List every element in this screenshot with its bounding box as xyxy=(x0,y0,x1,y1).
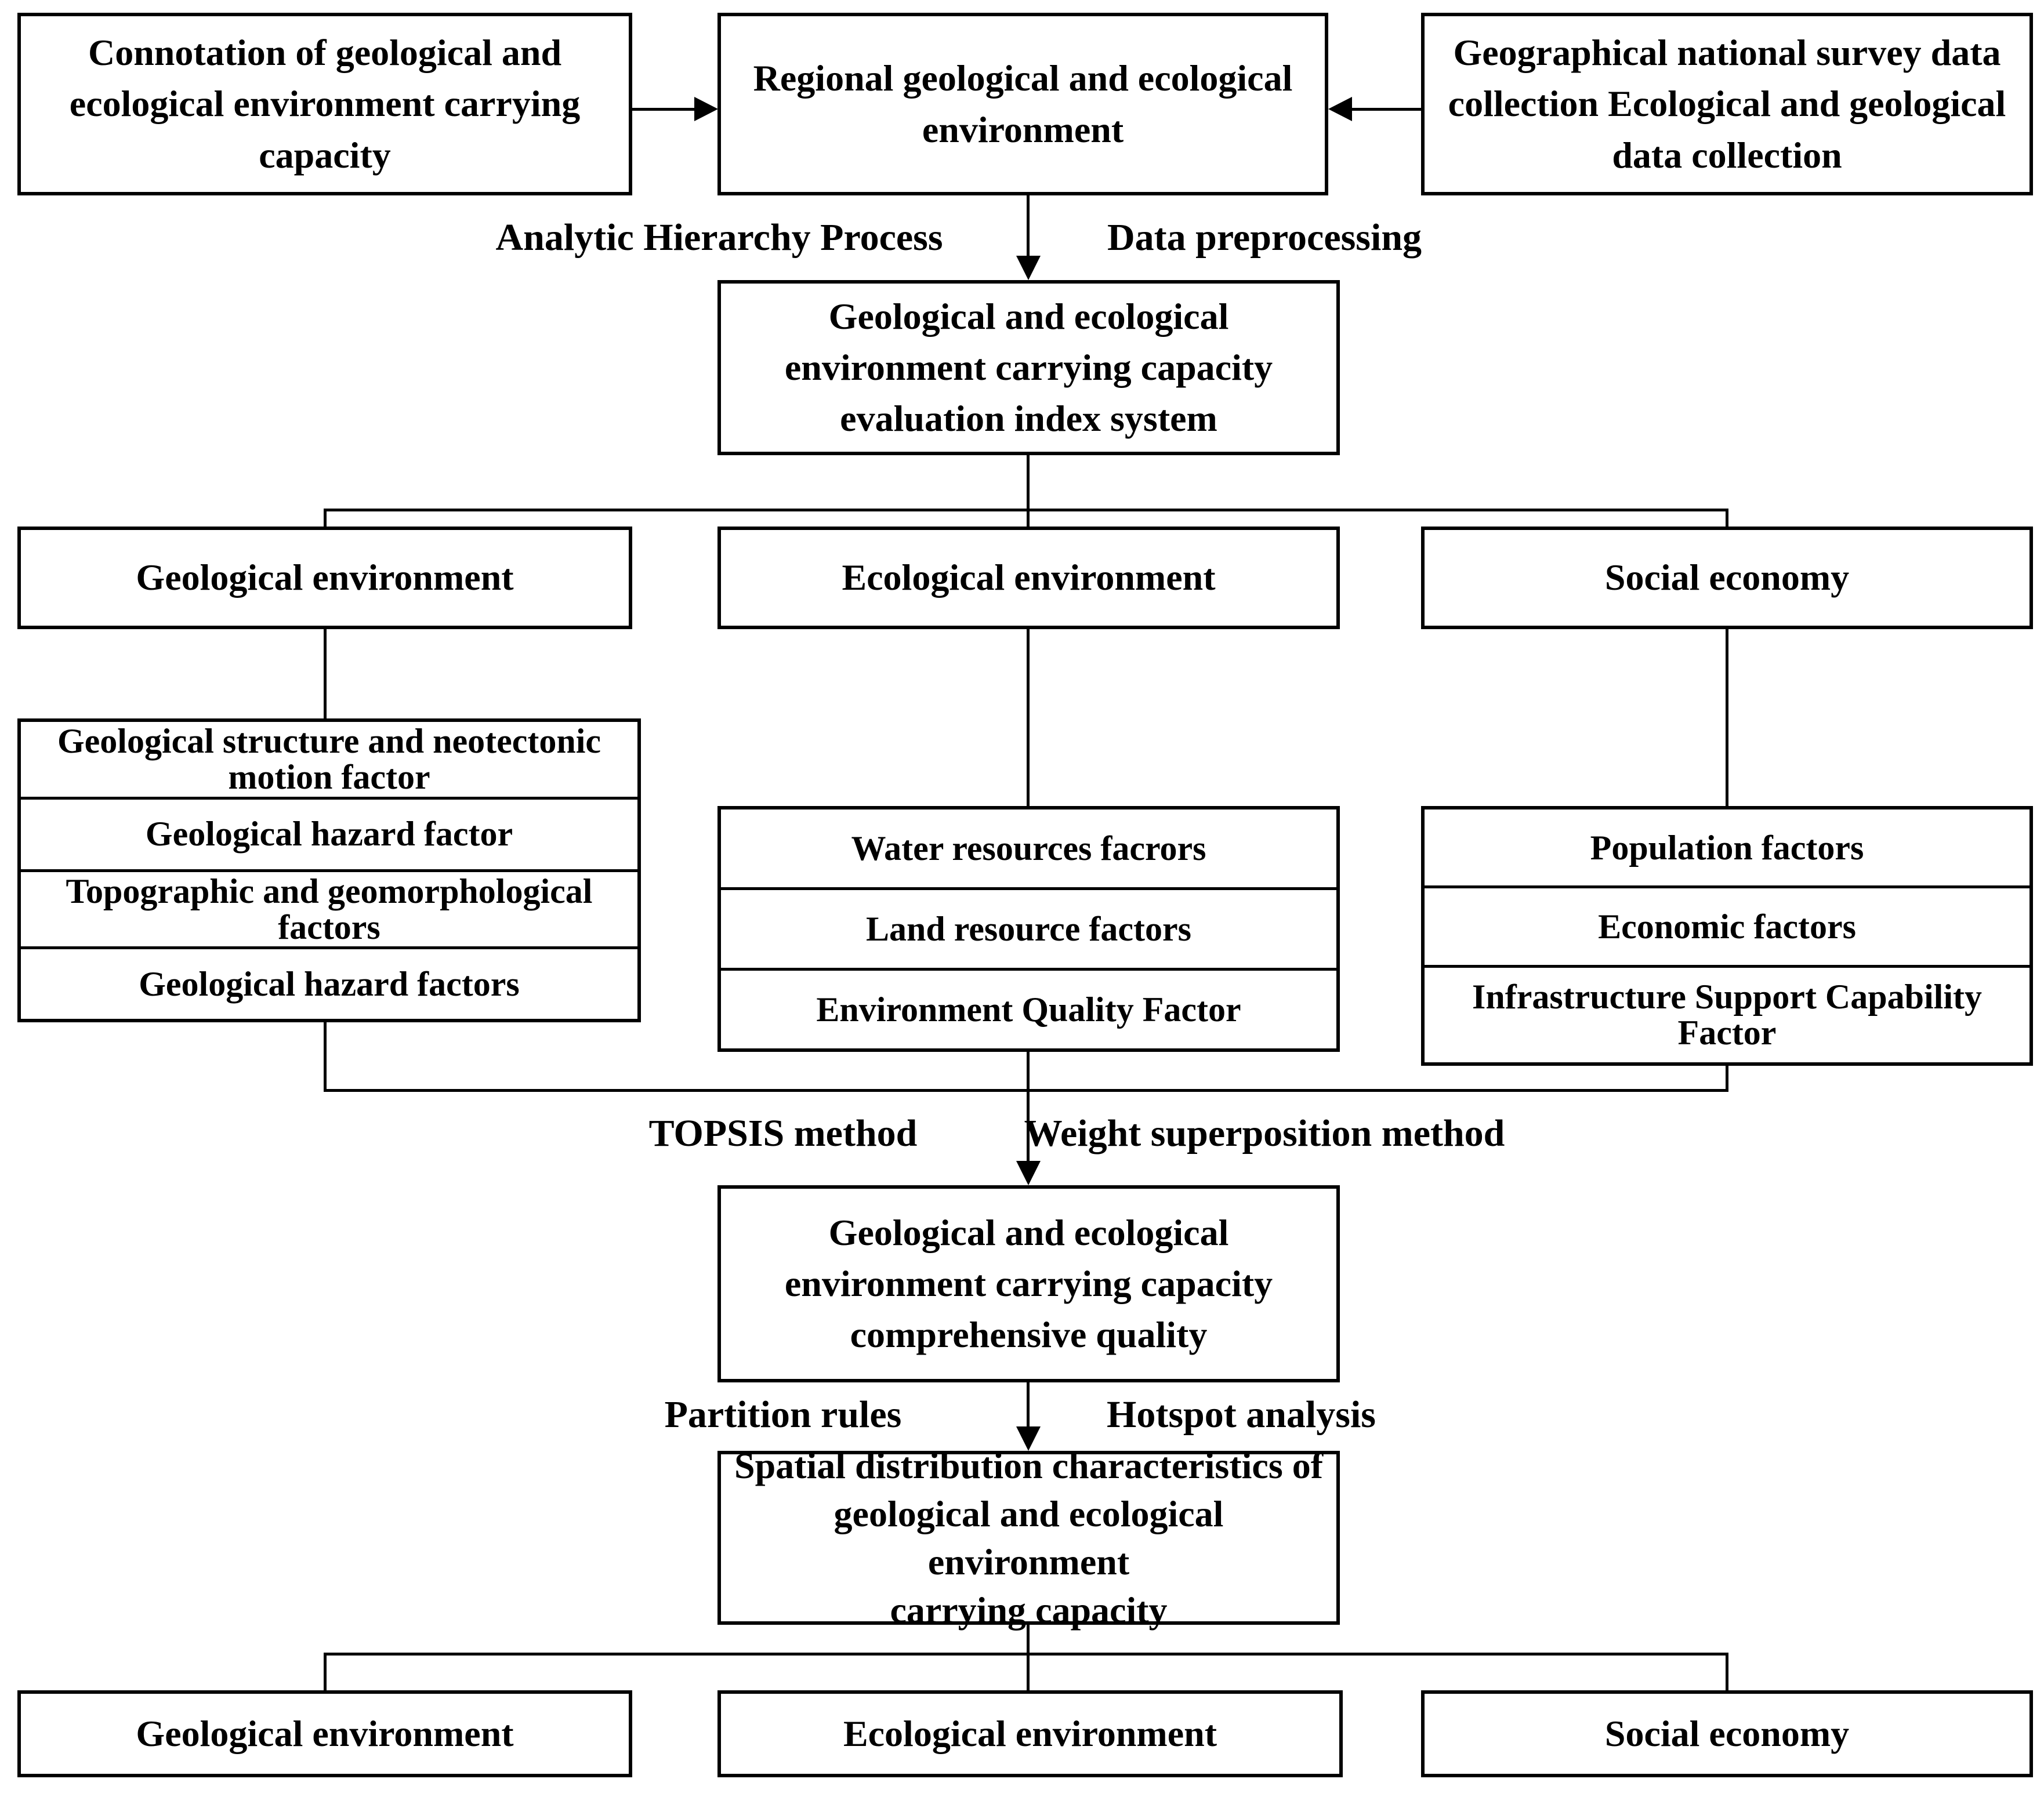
connector-survey-to-regional xyxy=(1350,108,1421,111)
connector-geofactors-down xyxy=(324,1022,327,1089)
node-survey-data-collection: Geographical national survey data collec… xyxy=(1421,13,2033,195)
category-geological-label: Geological environment xyxy=(136,557,514,598)
node-category-social-economy: Social economy xyxy=(1421,527,2033,629)
drop-to-geological-output xyxy=(324,1653,327,1690)
factor-geological-hazards: Geological hazard factors xyxy=(139,964,520,1003)
node-evaluation-index-system: Geological and ecological environment ca… xyxy=(717,280,1340,455)
factor-environment-quality: Environment Quality Factor xyxy=(816,990,1241,1029)
drop-to-geological-category xyxy=(324,509,327,527)
node-spatial-line2: geological and ecological environment xyxy=(833,1493,1224,1582)
arrowhead-left-into-regional xyxy=(1328,97,1352,121)
node-connotation-line2: ecological environment carrying xyxy=(69,83,581,125)
output-social-label: Social economy xyxy=(1604,1712,1850,1754)
node-spatial-line1: Spatial distribution characteristics of xyxy=(734,1444,1324,1486)
label-partition-rules: Partition rules xyxy=(664,1393,902,1436)
node-quality-line2: environment carrying capacity xyxy=(784,1262,1273,1304)
drop-to-social-category xyxy=(1726,509,1728,527)
factor-land-resource: Land resource factors xyxy=(721,890,1336,971)
factor-economic: Economic factors xyxy=(1425,888,2029,968)
arrowhead-right-into-regional xyxy=(694,97,718,121)
node-survey-line2: collection Ecological and geological xyxy=(1448,83,2006,125)
node-quality-line1: Geological and ecological xyxy=(828,1211,1229,1253)
connector-spatial-to-branch xyxy=(1027,1625,1030,1653)
factor-geological-hazard: Geological hazard factor xyxy=(21,800,637,872)
node-category-geological-environment: Geological environment xyxy=(17,527,632,629)
label-data-preprocessing: Data preprocessing xyxy=(1107,216,1422,259)
node-connotation-line3: capacity xyxy=(259,134,391,176)
node-regional-line2: environment xyxy=(922,108,1124,150)
label-weight-superposition-method: Weight superposition method xyxy=(1024,1112,1505,1155)
connector-ecofactors-down xyxy=(1027,1052,1030,1089)
arrowhead-down-into-spatial xyxy=(1016,1426,1041,1451)
factor-geological-structure: Geological structure and neotectonic mot… xyxy=(21,722,637,800)
node-spatial-distribution: Spatial distribution characteristics of … xyxy=(717,1445,1340,1631)
stack-social-factors: Population factors Economic factors Infr… xyxy=(1421,806,2033,1066)
converge-line-factors xyxy=(324,1089,1728,1092)
node-index-line2: environment carrying capacity xyxy=(784,346,1273,388)
node-comprehensive-quality: Geological and ecological environment ca… xyxy=(717,1185,1340,1382)
label-analytic-hierarchy-process: Analytic Hierarchy Process xyxy=(495,216,943,259)
factor-infrastructure-support: Infrastructure Support Capability Factor xyxy=(1472,978,1982,1052)
factor-topographic-geomorphological: Topographic and geomorphological factors xyxy=(21,872,637,950)
connector-ecological-to-factors xyxy=(1027,629,1030,806)
branch-line-categories xyxy=(324,509,1728,511)
node-spatial-line3: carrying capacity xyxy=(890,1589,1168,1631)
node-connotation: Connotation of geological and ecological… xyxy=(17,13,632,195)
category-social-label: Social economy xyxy=(1604,557,1850,598)
node-category-ecological-environment: Ecological environment xyxy=(717,527,1340,629)
arrowhead-down-into-index xyxy=(1016,256,1041,280)
connector-socialfactors-down xyxy=(1726,1066,1728,1089)
node-index-line1: Geological and ecological xyxy=(828,295,1229,337)
output-ecological-label: Ecological environment xyxy=(843,1712,1217,1754)
node-connotation-line1: Connotation of geological and xyxy=(88,32,562,74)
node-quality-line3: comprehensive quality xyxy=(850,1314,1208,1356)
drop-to-ecological-output xyxy=(1027,1653,1030,1690)
drop-to-ecological-category xyxy=(1027,509,1030,527)
connector-index-to-branch xyxy=(1027,455,1030,509)
stack-ecological-factors: Water resources facrors Land resource fa… xyxy=(717,806,1340,1052)
output-geological-label: Geological environment xyxy=(136,1712,514,1754)
arrowhead-down-into-quality xyxy=(1016,1161,1041,1185)
category-ecological-label: Ecological environment xyxy=(842,557,1216,598)
connector-geological-to-factors xyxy=(324,629,327,718)
node-output-ecological-environment: Ecological environment xyxy=(717,1690,1343,1777)
stack-geological-factors: Geological structure and neotectonic mot… xyxy=(17,718,641,1022)
node-regional-line1: Regional geological and ecological xyxy=(753,57,1293,99)
node-output-geological-environment: Geological environment xyxy=(17,1690,632,1777)
label-topsis-method: TOPSIS method xyxy=(648,1112,918,1155)
node-survey-line1: Geographical national survey data xyxy=(1453,32,2001,74)
node-survey-line3: data collection xyxy=(1612,134,1842,176)
factor-water-resources: Water resources facrors xyxy=(721,809,1336,890)
node-regional-environment: Regional geological and ecological envir… xyxy=(717,13,1328,195)
node-output-social-economy: Social economy xyxy=(1421,1690,2033,1777)
connector-quality-to-spatial xyxy=(1027,1382,1030,1426)
label-hotspot-analysis: Hotspot analysis xyxy=(1107,1393,1376,1436)
connector-regional-to-index xyxy=(1027,195,1030,256)
factor-population: Population factors xyxy=(1425,809,2029,889)
node-index-line3: evaluation index system xyxy=(840,398,1217,440)
connector-connotation-to-regional xyxy=(632,108,696,111)
branch-line-outputs xyxy=(324,1653,1728,1656)
connector-social-to-factors xyxy=(1726,629,1728,806)
connector-converge-to-quality xyxy=(1027,1089,1030,1161)
drop-to-social-output xyxy=(1726,1653,1728,1690)
